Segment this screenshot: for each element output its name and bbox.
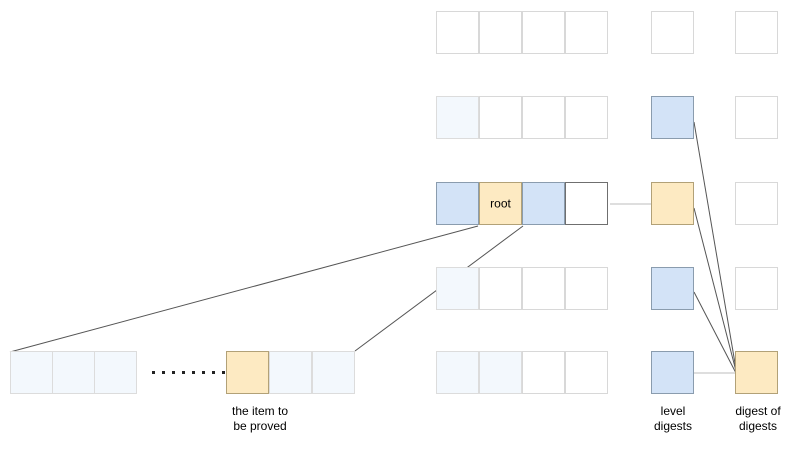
skiplist-cell-4-2 (479, 267, 522, 310)
level-digest-cell-1 (651, 11, 694, 54)
skiplist-cell-2-4 (565, 96, 608, 139)
bottom-left-cell-1 (10, 351, 53, 394)
proved-item-cell (226, 351, 269, 394)
skiplist-cell-1-2 (479, 11, 522, 54)
skiplist-cell-1-4 (565, 11, 608, 54)
item-to-be-proved-caption: the item to be proved (231, 404, 289, 433)
level-digest-cell-3 (651, 182, 694, 225)
ellipsis-dot (222, 371, 225, 374)
skiplist-cell-2-3 (522, 96, 565, 139)
skiplist-cell-2-1 (436, 96, 479, 139)
digest-of-digests-cell-1 (735, 11, 778, 54)
skiplist-cell-3-4 (565, 182, 608, 225)
level-digest-row2-to-final (693, 121, 738, 376)
digest-of-digests-cell-4 (735, 267, 778, 310)
digest-of-digests-cell-3 (735, 182, 778, 225)
bottom-right-cell-2 (269, 351, 312, 394)
bottom-left-cell-3 (94, 351, 137, 394)
level-digests-caption: level digests (653, 404, 693, 433)
skiplist-cell-5-3 (522, 351, 565, 394)
level-digest-cell-5 (651, 351, 694, 394)
ellipsis-dot (172, 371, 175, 374)
digest-of-digests-caption: digest of digests (735, 404, 781, 433)
ellipsis-dot (192, 371, 195, 374)
skiplist-cell-3-3 (522, 182, 565, 225)
skiplist-cell-3-1 (436, 182, 479, 225)
digest-of-digests-cell-5 (735, 351, 778, 394)
ellipsis-dot (162, 371, 165, 374)
bottom-right-cell-3 (312, 351, 355, 394)
ellipsis-dot (212, 371, 215, 374)
skiplist-cell-4-3 (522, 267, 565, 310)
skiplist-cell-5-1 (436, 351, 479, 394)
skiplist-cell-1-3 (522, 11, 565, 54)
skiplist-cell-1-1 (436, 11, 479, 54)
level-digest-row4-to-final (693, 291, 738, 376)
cell-label: root (490, 196, 511, 210)
skiplist-cell-2-2 (479, 96, 522, 139)
ellipsis-dot (202, 371, 205, 374)
digest-of-digests-cell-2 (735, 96, 778, 139)
skiplist-cell-5-2 (479, 351, 522, 394)
skiplist-cell-3-2: root (479, 182, 522, 225)
ellipsis-dot (152, 371, 155, 374)
ellipsis-dots (152, 371, 225, 374)
level-digest-row3-to-final (693, 207, 738, 376)
bottom-left-cell-2 (52, 351, 95, 394)
skiplist-cell-5-4 (565, 351, 608, 394)
skiplist-cell-4-1 (436, 267, 479, 310)
ellipsis-dot (182, 371, 185, 374)
skiplist-cell-4-4 (565, 267, 608, 310)
level-digest-cell-4 (651, 267, 694, 310)
root-to-far-left-item (9, 225, 479, 353)
level-digest-cell-2 (651, 96, 694, 139)
proof-edge-lines (9, 121, 738, 376)
